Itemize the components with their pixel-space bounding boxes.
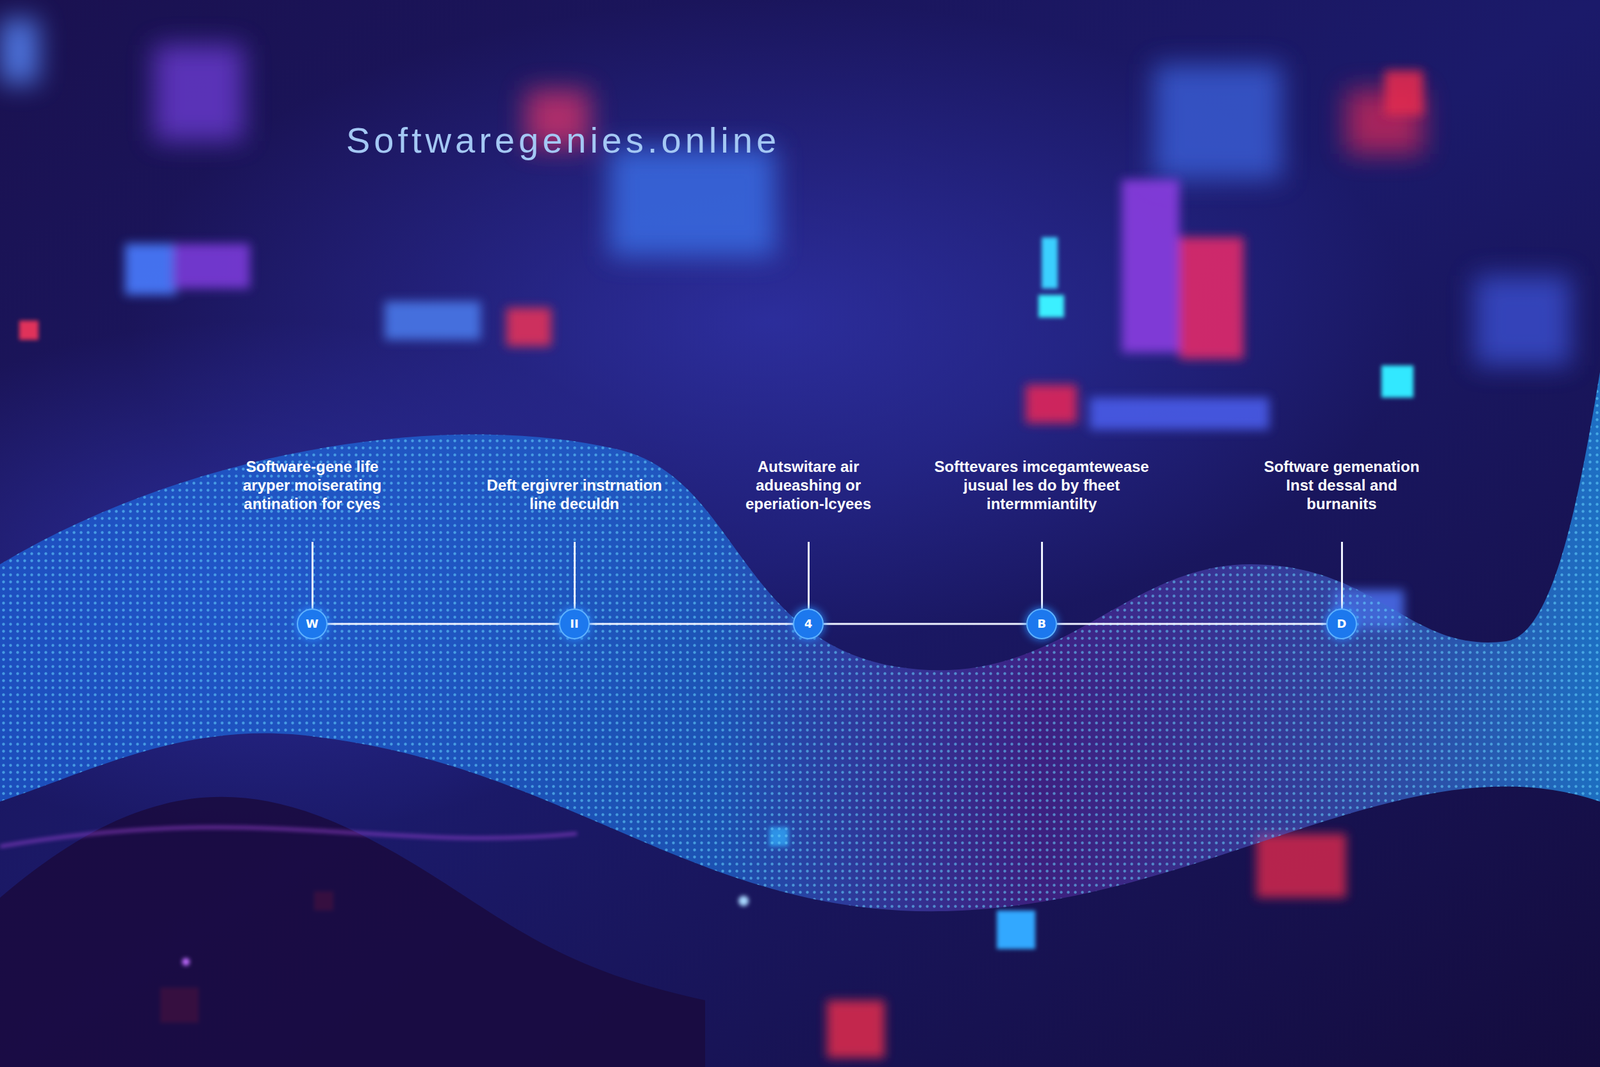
milestone-circle: W [296,608,328,640]
milestone-circle: B [1026,608,1058,640]
timeline-milestone: Software gemenation Inst dessal and burn… [1255,442,1429,642]
leader-line [1041,541,1043,609]
timeline-milestone: Softtevares imcegamtewease jusual les do… [919,442,1164,642]
milestone-symbol: II [569,617,579,630]
milestone-symbol: 4 [804,617,813,630]
milestone-circle: II [558,608,590,640]
milestone-symbol: B [1037,617,1047,630]
milestone-symbol: W [305,617,319,630]
timeline-milestone: Deft ergivrer instrnation line deculdnII [471,442,677,642]
milestone-caption: Software gemenation Inst dessal and burn… [1255,457,1429,513]
milestone-symbol: D [1337,617,1347,630]
milestone-caption: Deft ergivrer instrnation line deculdn [471,475,677,513]
milestone-circle: D [1326,608,1358,640]
leader-line [1341,541,1343,609]
timeline-segment [823,623,1027,625]
milestone-caption: Autswitare air adueashing or eperiation-… [721,457,895,513]
timeline-milestone: Autswitare air adueashing or eperiation-… [721,442,895,642]
timeline-segment [327,623,559,625]
milestone-circle: 4 [792,608,824,640]
timeline-milestone: Software-gene life aryper moiserating an… [225,442,399,642]
timeline-segment [1057,623,1327,625]
leader-line [311,541,314,609]
leader-line [807,541,810,609]
milestone-caption: Softtevares imcegamtewease jusual les do… [919,457,1164,513]
site-title: Softwaregenies.online [346,119,781,161]
leader-line [573,541,576,609]
timeline-segment [589,623,793,625]
milestone-caption: Software-gene life aryper moiserating an… [225,457,399,513]
